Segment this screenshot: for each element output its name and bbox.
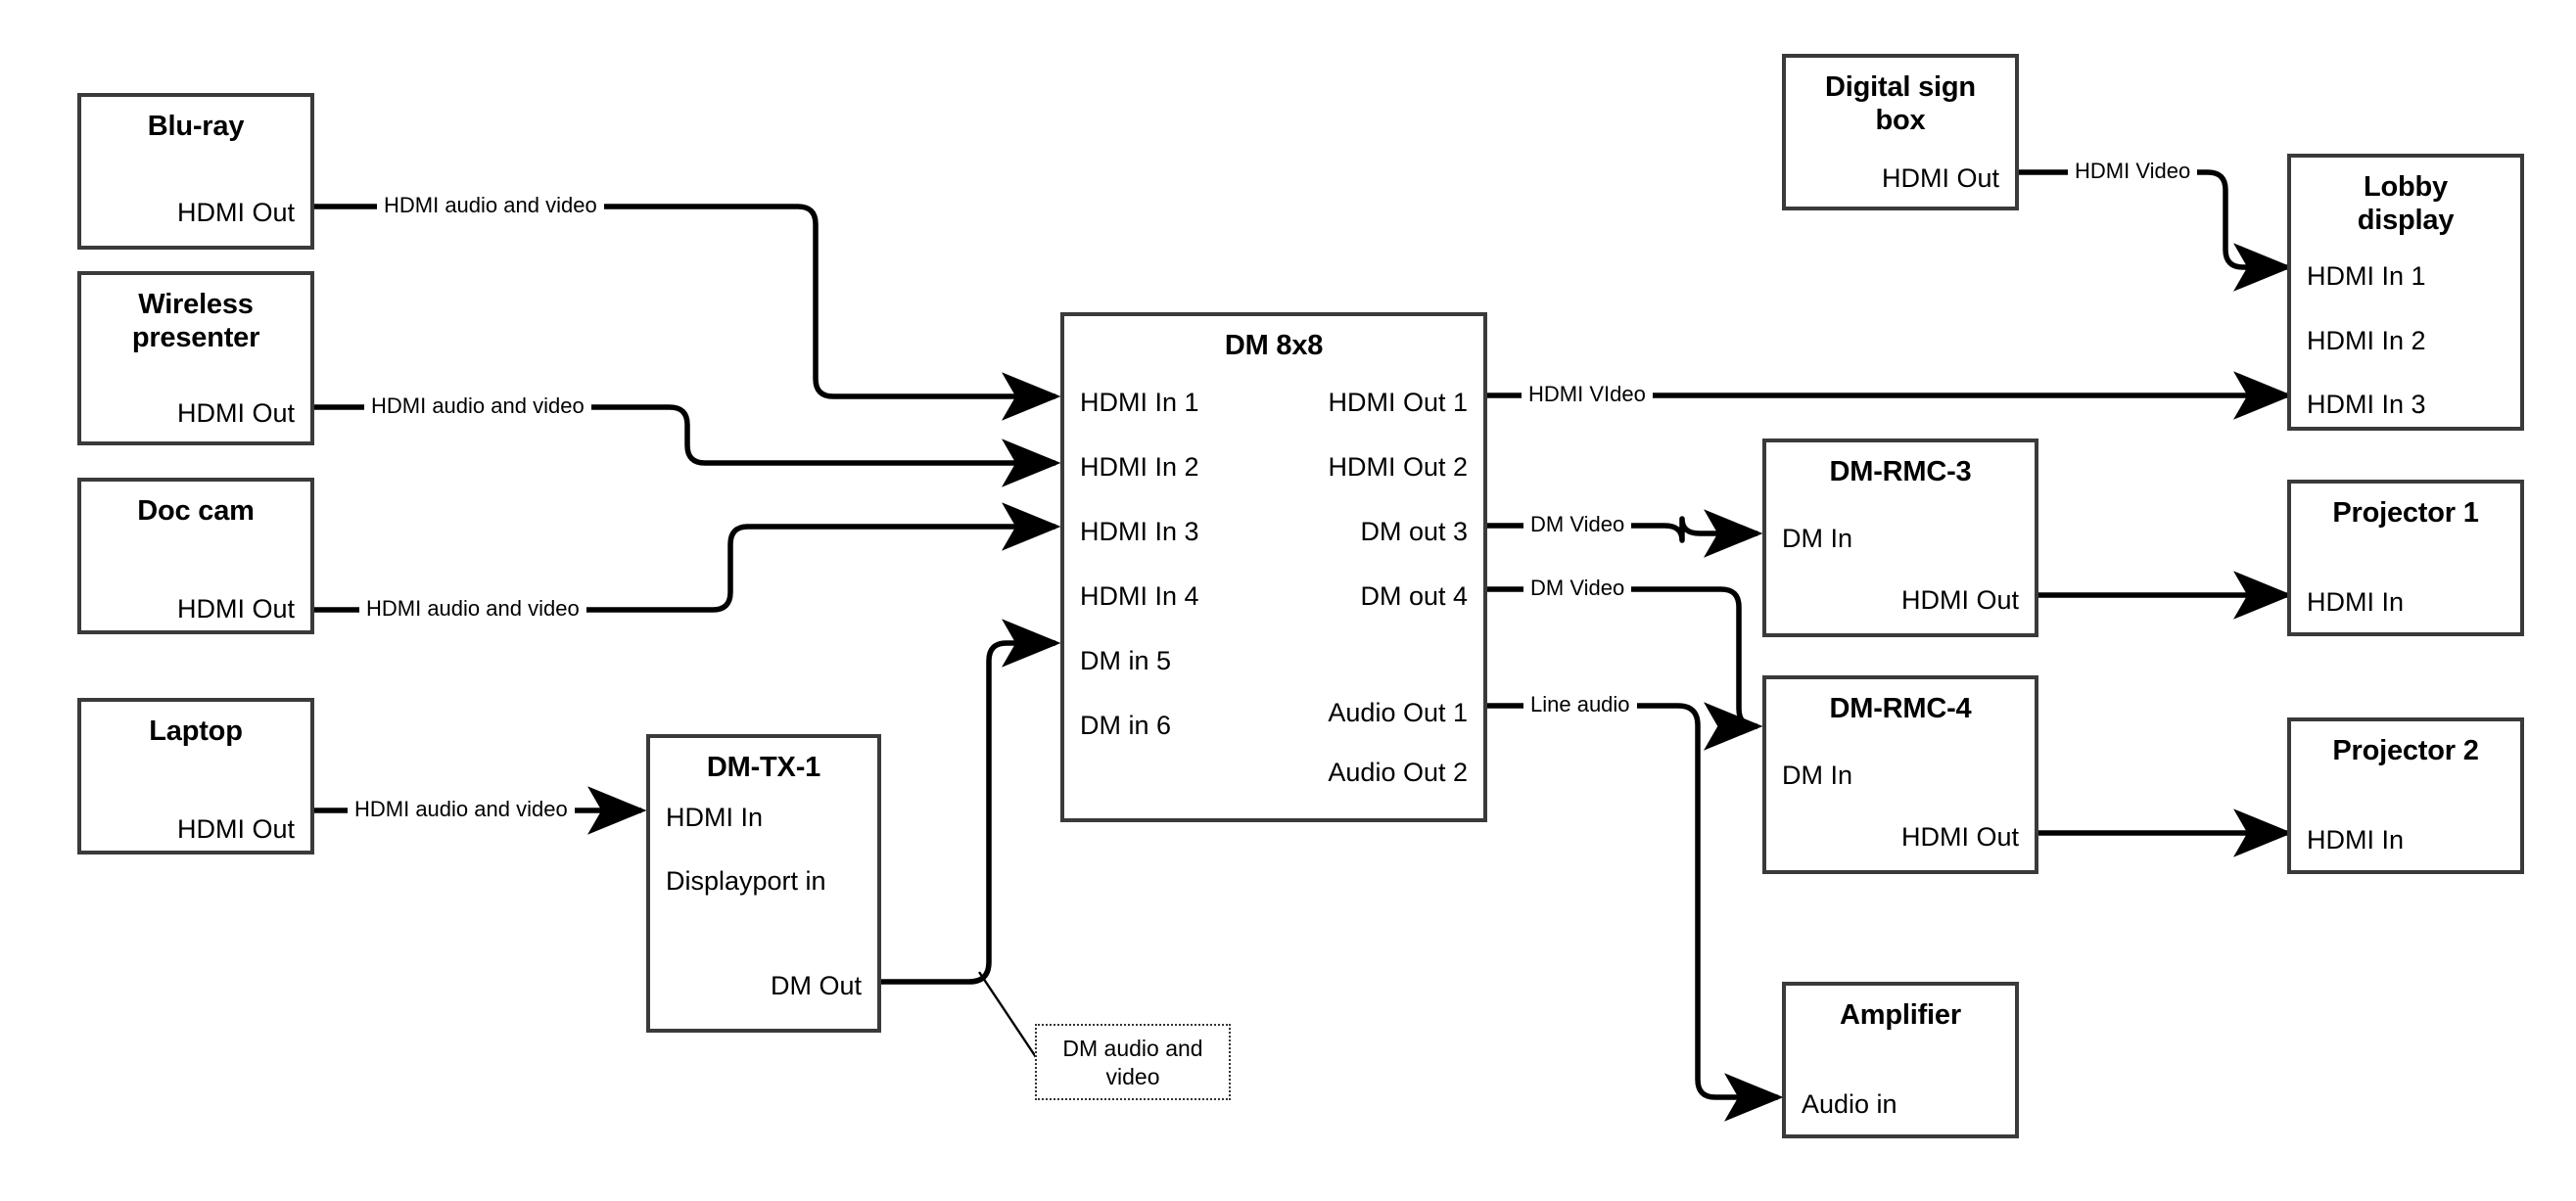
node-dm-8x8-input-dm-in-5[interactable]: DM in 5	[1080, 646, 1172, 675]
node-digital-sign-box-title-line2: box	[1875, 104, 1926, 136]
node-projector-2-port-hdmi-in[interactable]: HDMI In	[2307, 825, 2405, 855]
node-doc-cam[interactable]: Doc cam HDMI Out	[77, 478, 314, 634]
node-dm-8x8[interactable]: DM 8x8 HDMI In 1 HDMI In 2 HDMI In 3 HDM…	[1060, 312, 1487, 822]
wire-label-doccam-to-dm: HDMI audio and video	[359, 598, 586, 620]
node-bluray-port-hdmi-out[interactable]: HDMI Out	[176, 198, 295, 227]
node-dm-rmc-4-port-dm-in[interactable]: DM In	[1782, 761, 1853, 790]
wire-label-dm-audio-out-1: Line audio	[1523, 694, 1637, 716]
wire-label-wireless-to-dm: HDMI audio and video	[364, 395, 591, 417]
node-digital-sign-box-title: Digital sign box	[1786, 71, 2015, 137]
node-dm-8x8-output-audio-out-2[interactable]: Audio Out 2	[1328, 758, 1468, 787]
node-wireless-presenter-port-hdmi-out[interactable]: HDMI Out	[176, 398, 295, 428]
node-wireless-presenter[interactable]: Wireless presenter HDMI Out	[77, 271, 314, 445]
node-dm-8x8-input-hdmi-in-4[interactable]: HDMI In 4	[1080, 581, 1199, 611]
wire-label-dm-dm-out-3: DM Video	[1523, 514, 1632, 535]
node-dm-tx-1-title: DM-TX-1	[706, 752, 821, 783]
node-projector-1[interactable]: Projector 1 HDMI In	[2287, 480, 2524, 636]
wire-label-laptop-to-dmtx1: HDMI audio and video	[348, 799, 575, 820]
node-dm-tx-1-port-hdmi-in[interactable]: HDMI In	[666, 803, 764, 832]
node-wireless-presenter-title-line2: presenter	[131, 321, 260, 353]
node-dm-rmc-4-title: DM-RMC-4	[1829, 693, 1972, 724]
node-amplifier-title: Amplifier	[1840, 999, 1961, 1031]
wire-label-dm-hdmi-out-1: HDMI VIdeo	[1522, 384, 1653, 405]
node-dm-8x8-title: DM 8x8	[1224, 330, 1324, 361]
node-lobby-display[interactable]: Lobby display HDMI In 1 HDMI In 2 HDMI I…	[2287, 154, 2524, 431]
node-dm-8x8-output-dm-out-3[interactable]: DM out 3	[1360, 517, 1468, 546]
node-dm-rmc-3-title: DM-RMC-3	[1829, 456, 1972, 487]
node-bluray-title: Blu-ray	[147, 111, 245, 142]
wire-label-dm-dm-out-4: DM Video	[1523, 577, 1632, 599]
node-dm-rmc-4[interactable]: DM-RMC-4 DM In HDMI Out	[1762, 675, 2038, 874]
annotation-dm-audio-and-video-line2: video	[1105, 1064, 1160, 1090]
node-laptop-port-hdmi-out[interactable]: HDMI Out	[176, 814, 295, 844]
node-dm-rmc-3-port-hdmi-out[interactable]: HDMI Out	[1900, 585, 2019, 615]
node-laptop[interactable]: Laptop HDMI Out	[77, 698, 314, 855]
node-bluray[interactable]: Blu-ray HDMI Out	[77, 93, 314, 250]
node-projector-2-title: Projector 2	[2332, 735, 2479, 766]
leader-line-dm-audio-video-note	[978, 971, 1039, 1061]
node-lobby-display-port-hdmi-in-2[interactable]: HDMI In 2	[2307, 326, 2426, 355]
node-wireless-presenter-title: Wireless presenter	[81, 289, 310, 354]
annotation-dm-audio-and-video-line1: DM audio and	[1062, 1036, 1203, 1061]
node-dm-8x8-input-hdmi-in-1[interactable]: HDMI In 1	[1080, 388, 1199, 417]
node-dm-8x8-output-hdmi-out-1[interactable]: HDMI Out 1	[1328, 388, 1468, 417]
node-amplifier-port-audio-in[interactable]: Audio in	[1802, 1089, 1897, 1119]
wire-label-sign-to-lobby: HDMI Video	[2068, 161, 2198, 182]
wire-label-bluray-to-dm: HDMI audio and video	[377, 195, 604, 216]
node-dm-8x8-output-hdmi-out-2[interactable]: HDMI Out 2	[1328, 452, 1468, 482]
node-dm-8x8-input-dm-in-6[interactable]: DM in 6	[1080, 711, 1172, 740]
node-lobby-display-title-line2: display	[2357, 204, 2455, 236]
node-digital-sign-box-title-line1: Digital sign	[1825, 71, 1976, 103]
node-laptop-title: Laptop	[149, 716, 243, 747]
node-wireless-presenter-title-line1: Wireless	[138, 289, 254, 320]
node-dm-8x8-input-hdmi-in-2[interactable]: HDMI In 2	[1080, 452, 1199, 482]
node-lobby-display-title-line1: Lobby	[2364, 171, 2448, 203]
node-amplifier[interactable]: Amplifier Audio in	[1782, 982, 2019, 1138]
node-lobby-display-port-hdmi-in-3[interactable]: HDMI In 3	[2307, 390, 2426, 419]
wire-sign-to-lobby-hdmi-in-1	[2019, 169, 2293, 292]
node-dm-tx-1-port-displayport-in[interactable]: Displayport in	[666, 866, 826, 896]
node-dm-8x8-output-dm-out-4[interactable]: DM out 4	[1360, 581, 1468, 611]
node-digital-sign-box[interactable]: Digital sign box HDMI Out	[1782, 54, 2019, 210]
node-projector-1-title: Projector 1	[2332, 497, 2479, 529]
node-projector-1-port-hdmi-in[interactable]: HDMI In	[2307, 587, 2405, 617]
node-projector-2[interactable]: Projector 2 HDMI In	[2287, 717, 2524, 874]
node-dm-tx-1-port-dm-out[interactable]: DM Out	[770, 971, 862, 1000]
node-dm-rmc-3[interactable]: DM-RMC-3 DM In HDMI Out	[1762, 439, 2038, 637]
node-dm-8x8-output-audio-out-1[interactable]: Audio Out 1	[1328, 698, 1468, 727]
node-dm-tx-1[interactable]: DM-TX-1 HDMI In Displayport in DM Out	[646, 734, 881, 1033]
node-doc-cam-port-hdmi-out[interactable]: HDMI Out	[176, 594, 295, 624]
node-digital-sign-box-port-hdmi-out[interactable]: HDMI Out	[1881, 163, 1999, 193]
node-dm-8x8-input-hdmi-in-3[interactable]: HDMI In 3	[1080, 517, 1199, 546]
node-lobby-display-port-hdmi-in-1[interactable]: HDMI In 1	[2307, 261, 2426, 291]
wire-bluray-to-dm-hdmi-in-1	[313, 204, 1061, 421]
node-lobby-display-title: Lobby display	[2291, 171, 2520, 237]
wire-dm-audioout1-to-amplifier	[1487, 703, 1784, 1122]
node-dm-rmc-3-port-dm-in[interactable]: DM In	[1782, 524, 1853, 553]
annotation-dm-audio-and-video: DM audio and video	[1035, 1024, 1231, 1100]
node-dm-rmc-4-port-hdmi-out[interactable]: HDMI Out	[1900, 822, 2019, 852]
node-doc-cam-title: Doc cam	[137, 495, 255, 527]
wire-dmtx1-to-dm-dm-in-5	[881, 619, 1061, 985]
